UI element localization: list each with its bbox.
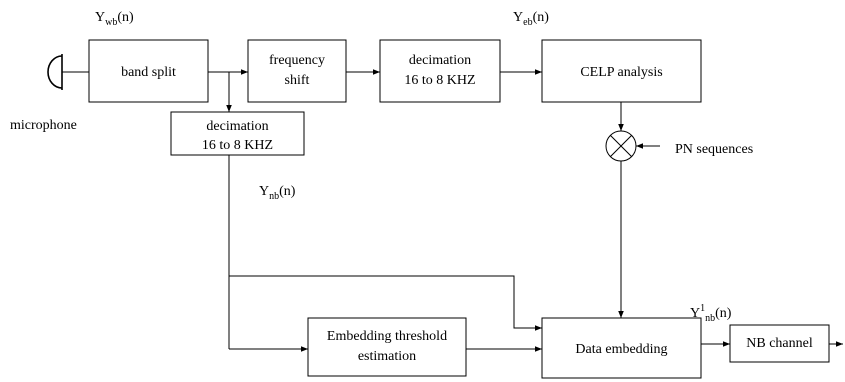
frequency-shift-label-line1: frequency	[269, 53, 325, 68]
decimation-low-label-line2: 16 to 8 KHZ	[202, 138, 273, 153]
multiplier-icon	[605, 130, 637, 162]
celp-analysis-block: CELP analysis	[541, 39, 702, 103]
microphone-label: microphone	[10, 118, 77, 133]
data-embedding-label: Data embedding	[575, 342, 667, 357]
embedding-threshold-block: Embedding threshold estimation	[307, 317, 467, 377]
frequency-shift-block: frequency shift	[247, 39, 347, 103]
data-embedding-block: Data embedding	[541, 317, 702, 379]
microphone-icon	[47, 54, 89, 90]
decimation-top-label-line1: decimation	[409, 53, 471, 68]
nb-channel-label: NB channel	[746, 336, 813, 351]
signal-label-ywb: Ywb(n)	[95, 10, 134, 28]
decimation-low-label-line1: decimation	[206, 119, 268, 134]
nb-channel-block: NB channel	[729, 324, 830, 363]
wire-branch-dataembed	[229, 275, 542, 331]
signal-label-yeb: Yeb(n)	[513, 10, 549, 28]
decimation-low-block: decimation 16 to 8 KHZ	[170, 111, 305, 156]
decimation-top-block: decimation 16 to 8 KHZ	[379, 39, 501, 103]
frequency-shift-label-line2: shift	[285, 73, 310, 88]
connections	[208, 69, 843, 352]
signal-label-ynb: Ynb(n)	[259, 184, 296, 202]
decimation-top-label-line2: 16 to 8 KHZ	[404, 73, 475, 88]
embedding-threshold-label-line1: Embedding threshold	[327, 329, 447, 344]
signal-label-y1nb: Y1nb(n)	[690, 303, 732, 324]
embedding-threshold-label-line2: estimation	[358, 349, 416, 364]
band-split-label: band split	[121, 65, 176, 80]
band-split-block: band split	[88, 39, 209, 103]
celp-analysis-label: CELP analysis	[580, 65, 662, 80]
pn-sequences-label: PN sequences	[675, 142, 753, 157]
